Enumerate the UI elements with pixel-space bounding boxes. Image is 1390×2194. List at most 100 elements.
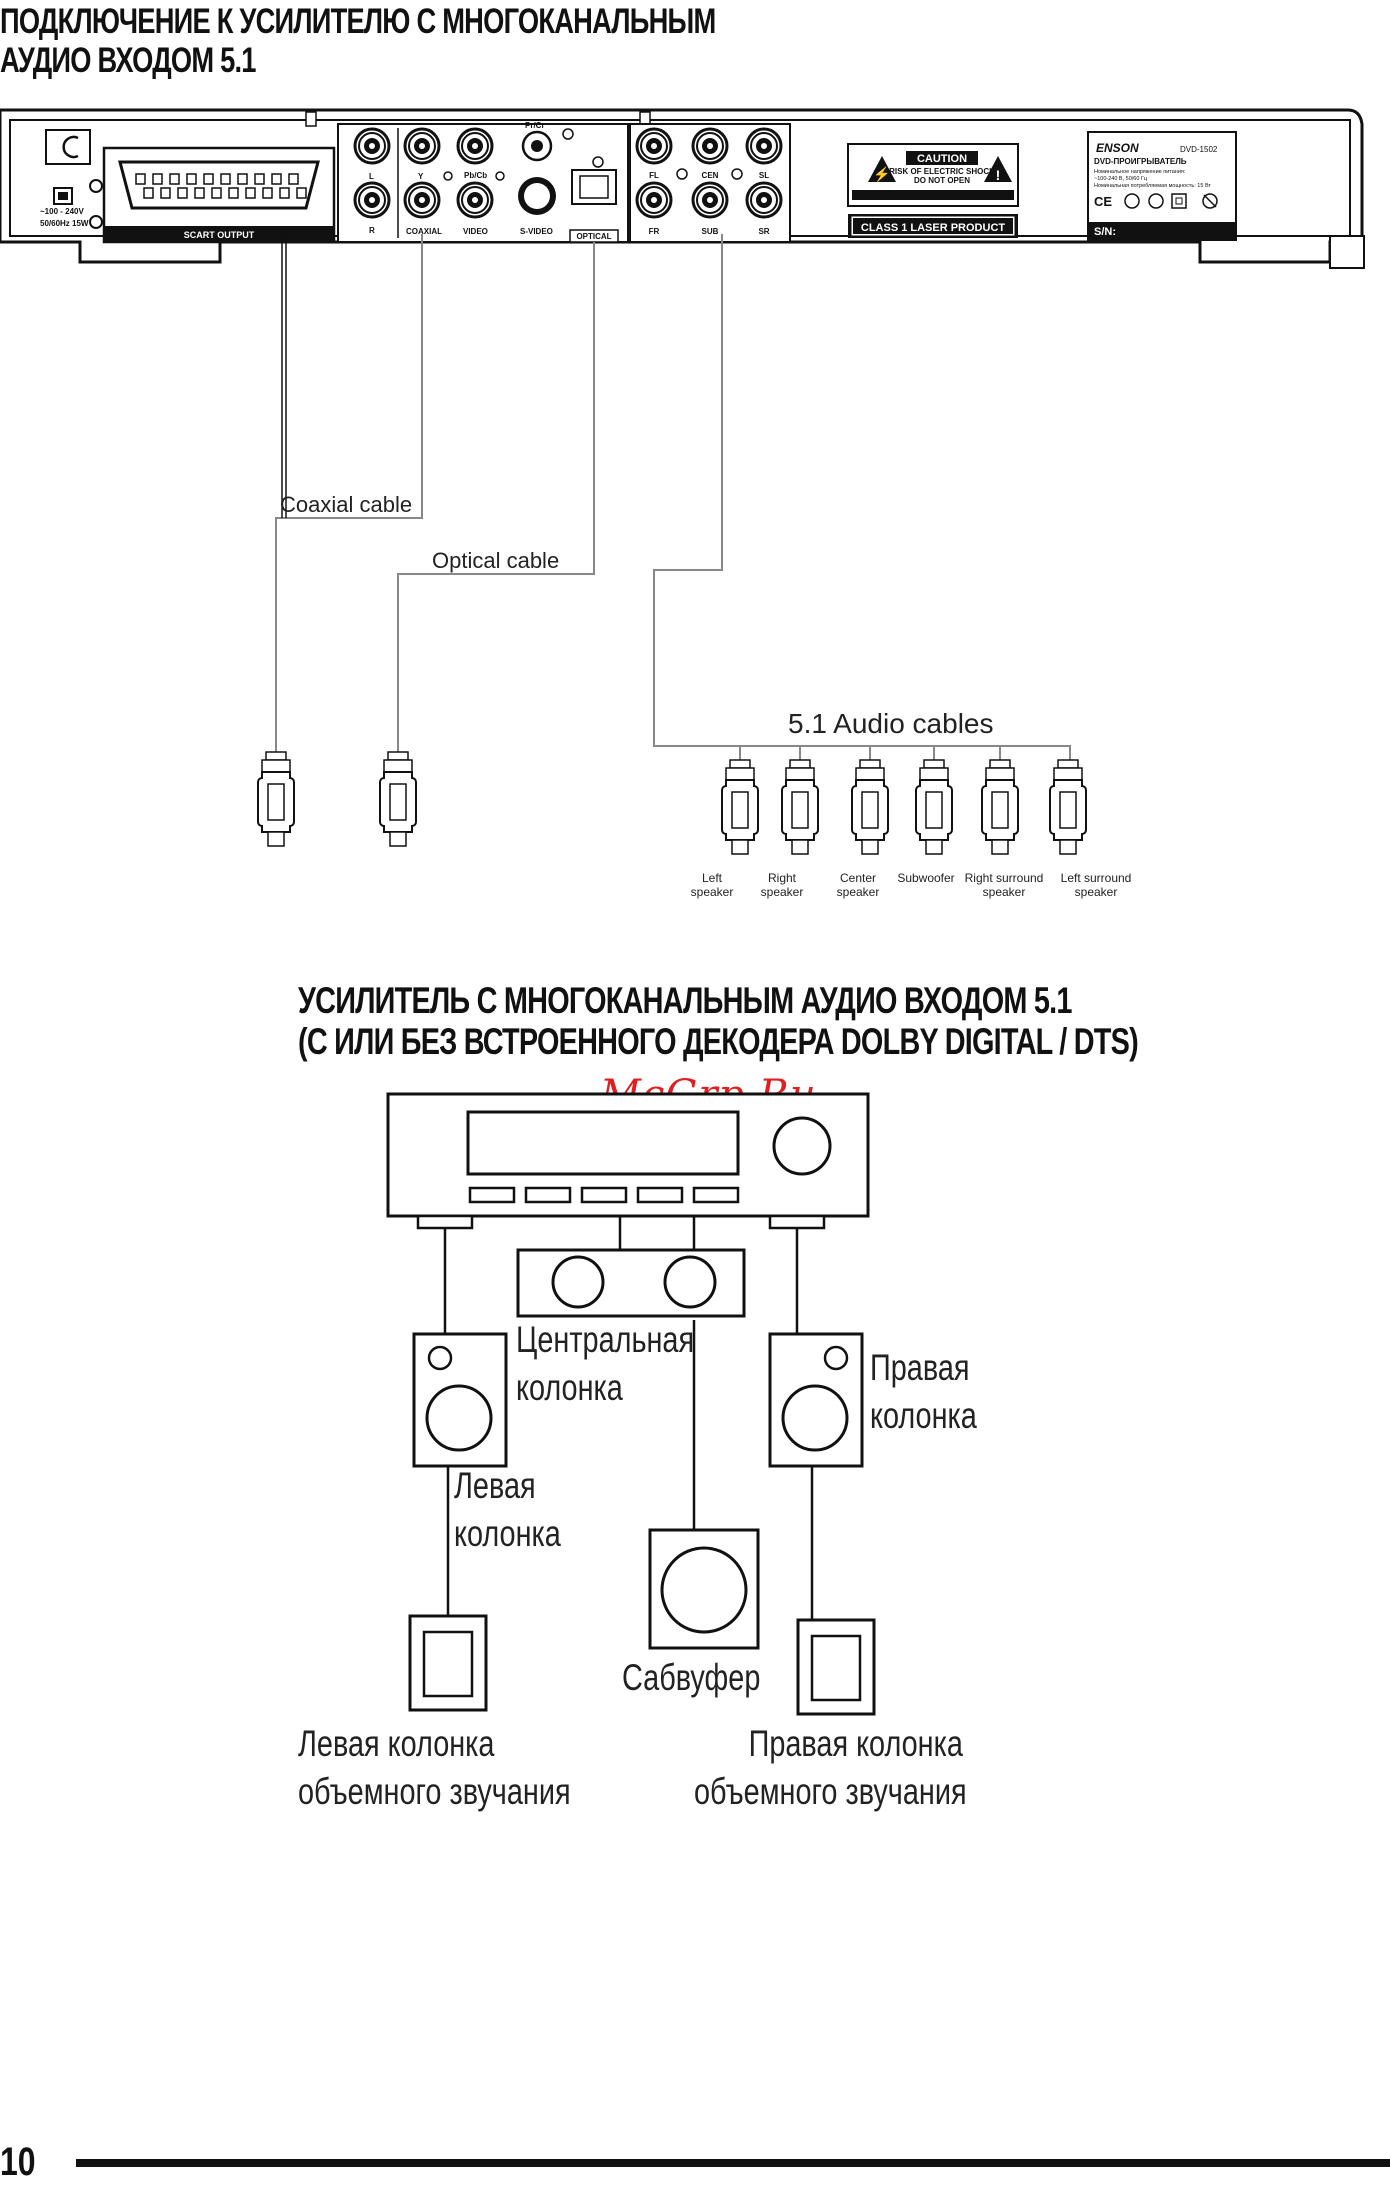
left-label-1: Левая: [454, 1466, 536, 1507]
y-jack: [403, 127, 441, 165]
left-speaker-label: Левая колонка: [454, 1466, 561, 1555]
recycle-icon: [1202, 193, 1218, 209]
optical-plug: [379, 751, 417, 847]
coaxial-cable: [275, 234, 423, 752]
page-number: 10: [0, 2140, 36, 2184]
audio-r-jack: [353, 181, 391, 219]
caution-sub-1: RISK OF ELECTRIC SHOCK: [889, 167, 995, 176]
subwoofer-label: Сабвуфер: [622, 1658, 760, 1699]
label-prcr: Pr/Cr: [525, 121, 545, 130]
exclamation-warning-icon: !: [996, 167, 1001, 183]
left-surround-speaker: [408, 1614, 488, 1712]
spec-title: DVD-ПРОИГРЫВАТЕЛЬ: [1094, 157, 1187, 166]
caution-sub-2: DO NOT OPEN: [914, 176, 970, 185]
left-surround-plug: [1049, 759, 1087, 855]
scart-pin: [143, 187, 154, 199]
power-logo-plate: [45, 129, 91, 165]
volume-knob-icon: [772, 1116, 832, 1176]
spec-line-2: ~100-240 В, 50/60 Гц: [1094, 176, 1148, 182]
footer-rule: [76, 2159, 1390, 2167]
sl-jack: [745, 127, 783, 165]
scart-pin: [245, 187, 256, 199]
scart-pin: [262, 187, 273, 199]
left-speaker-plug: [721, 759, 759, 855]
plug-label-right-surround-1: Right surround: [965, 871, 1044, 885]
scart-pin: [169, 173, 180, 185]
plug-label-subwoofer: Subwoofer: [897, 871, 954, 885]
label-r: R: [369, 226, 375, 235]
right-surround-speaker: [796, 1618, 876, 1716]
serial-number: S/N:: [1094, 226, 1116, 238]
coaxial-cable-label: Coaxial cable: [280, 492, 412, 517]
sub-label: Сабвуфер: [622, 1658, 760, 1699]
audio-cables-label: 5.1 Audio cables: [788, 708, 994, 739]
scart-pin: [177, 187, 188, 199]
laser-text: CLASS 1 LASER PRODUCT: [861, 222, 1006, 234]
ce-mark-icon: CE: [1094, 194, 1112, 209]
right-surround-label-1: Правая колонка: [749, 1724, 964, 1765]
plug-label-right-surround-2: speaker: [983, 885, 1026, 899]
left-front-speaker: [412, 1332, 508, 1468]
page-title-line-1: ПОДКЛЮЧЕНИЕ К УСИЛИТЕЛЮ С МНОГОКАНАЛЬНЫМ: [0, 2, 716, 41]
label-svideo: S-VIDEO: [520, 227, 553, 236]
label-optical: OPTICAL: [576, 232, 611, 241]
left-label-2: колонка: [454, 1514, 561, 1555]
scart-pin: [152, 173, 163, 185]
speaker-wires: [443, 1216, 814, 1620]
video-jack: [456, 181, 494, 219]
sr-jack: [745, 181, 783, 219]
label-l: L: [369, 172, 374, 181]
page-title: ПОДКЛЮЧЕНИЕ К УСИЛИТЕЛЮ С МНОГОКАНАЛЬНЫМ…: [0, 2, 716, 80]
coaxial-plug: [257, 751, 295, 847]
amplifier-display: [466, 1110, 740, 1176]
power-logo-icon: [62, 135, 79, 159]
left-surround-label-1: Левая колонка: [298, 1724, 495, 1765]
brand-logo: ENSON: [1096, 141, 1139, 155]
label-fl: FL: [649, 171, 659, 180]
fl-jack: [635, 127, 673, 165]
disc-icon: [1148, 193, 1164, 209]
sub-jack: [691, 181, 729, 219]
scart-pin: [228, 187, 239, 199]
right-surround-label-2: объемного звучания: [694, 1772, 967, 1813]
scart-label: SCART OUTPUT: [184, 230, 255, 240]
right-surround-plug: [981, 759, 1019, 855]
pb-jack: [456, 127, 494, 165]
label-cen: CEN: [702, 171, 719, 180]
plug-label-left-1: Left: [702, 871, 723, 885]
label-fr: FR: [649, 227, 660, 236]
label-sl: SL: [759, 171, 769, 180]
power-rating-1: ~100 - 240V: [40, 207, 84, 216]
subwoofer-plug: [915, 759, 953, 855]
label-video: VIDEO: [463, 227, 488, 236]
amplifier: [386, 1092, 870, 1230]
scart-pin: [254, 173, 265, 185]
label-sr: SR: [758, 227, 769, 236]
dvd-rear-panel: ~100 - 240V 50/60Hz 15W SCART OUTPUT L R: [0, 108, 1365, 269]
right-label-2: колонка: [870, 1396, 977, 1437]
spec-line-1: Номинальное напряжение питания:: [1094, 169, 1186, 175]
caution-text: CAUTION: [917, 153, 967, 165]
plug-label-center-2: speaker: [837, 885, 880, 899]
label-coaxial: COAXIAL: [406, 227, 442, 236]
plug-label-left-surround-2: speaker: [1075, 885, 1118, 899]
scart-connector: SCART OUTPUT: [102, 146, 336, 244]
right-speaker-label: Правая колонка: [870, 1348, 977, 1437]
amplifier-title: УСИЛИТЕЛЬ С МНОГОКАНАЛЬНЫМ АУДИО ВХОДОМ …: [298, 980, 1139, 1063]
cert-icon: [1124, 193, 1140, 209]
left-surround-label-2: объемного звучания: [298, 1772, 571, 1813]
left-surround-label: Левая колонка объемного звучания: [298, 1724, 571, 1813]
power-rating-2: 50/60Hz 15W: [40, 219, 89, 228]
cables: [275, 234, 1071, 760]
right-front-speaker: [768, 1332, 864, 1468]
plug-label-left-surround-1: Left surround: [1061, 871, 1132, 885]
right-speaker-plug: [781, 759, 819, 855]
label-pbcb: Pb/Cb: [464, 171, 487, 180]
label-y: Y: [418, 172, 424, 181]
scart-pin: [194, 187, 205, 199]
right-surround-label: Правая колонка объемного звучания: [694, 1724, 967, 1813]
plug-label-right-2: speaker: [761, 885, 804, 899]
amplifier-title-line-2: (С ИЛИ БЕЗ ВСТРОЕННОГО ДЕКОДЕРА DOLBY DI…: [298, 1021, 1139, 1063]
double-insulation-icon: [1171, 193, 1187, 209]
